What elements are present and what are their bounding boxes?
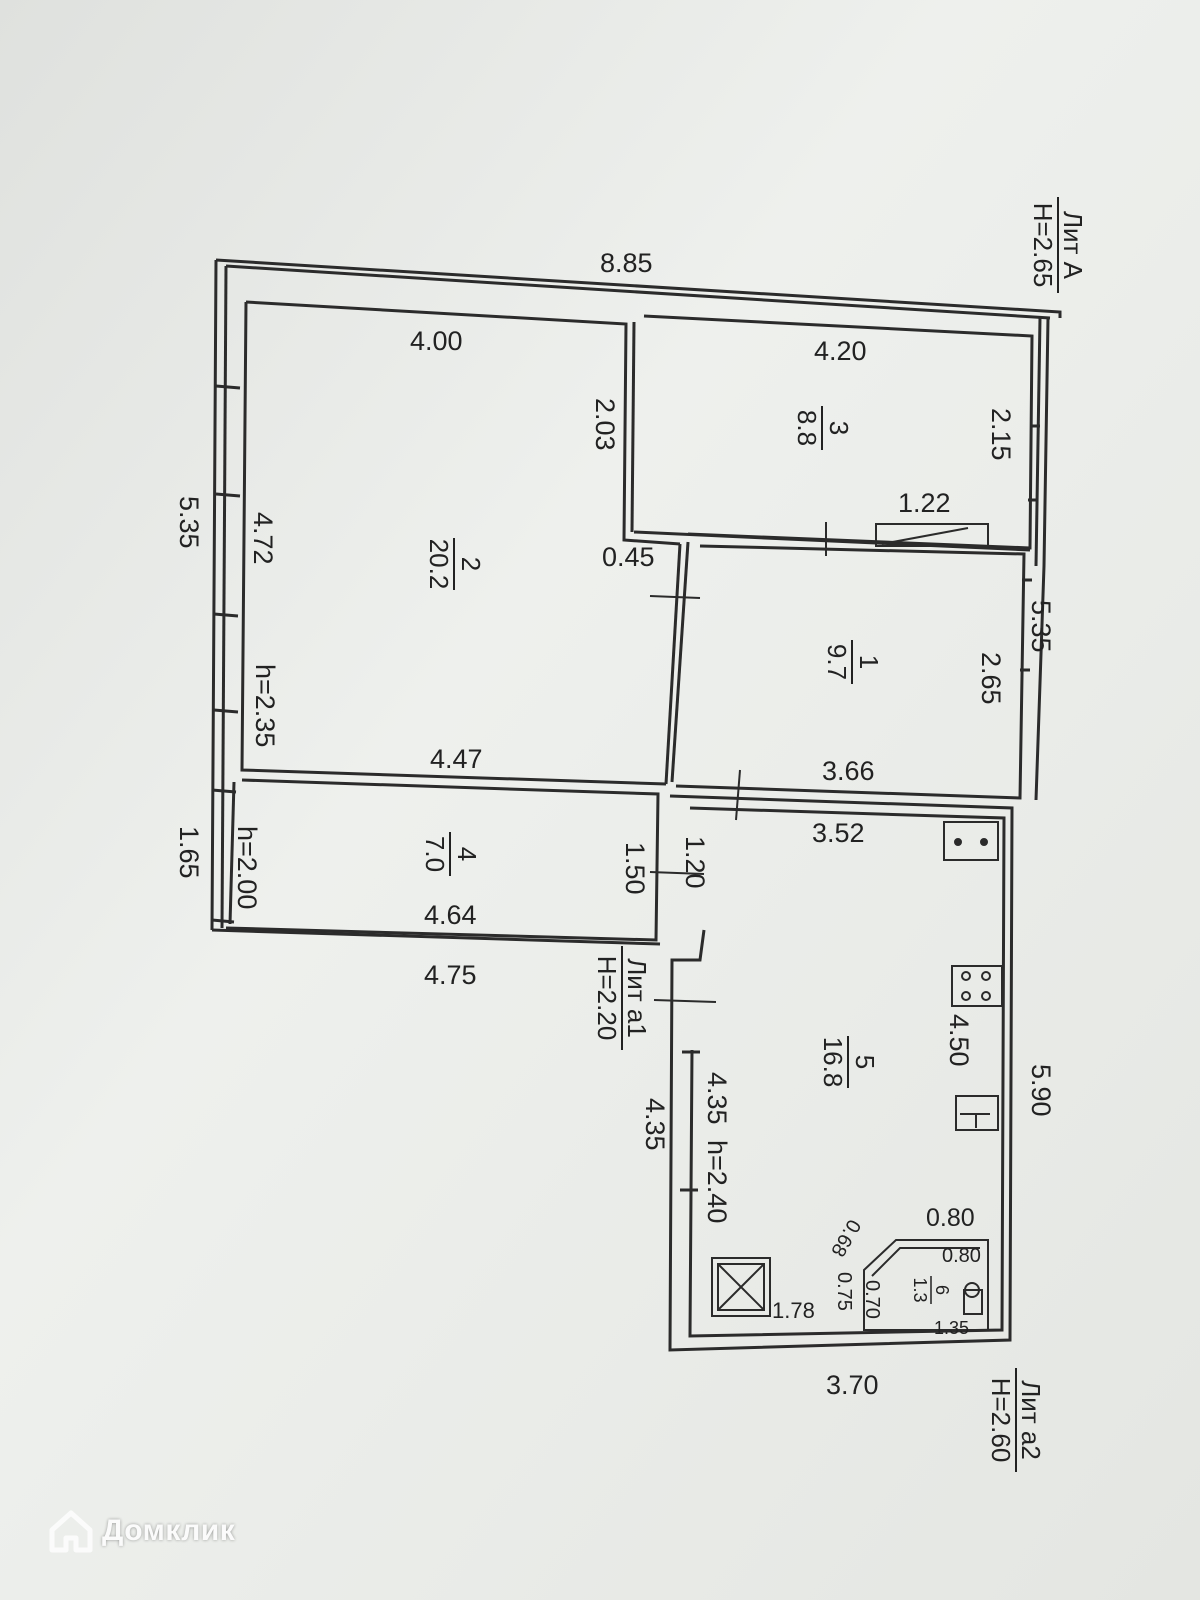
dim-room1-2-65: 2.65: [976, 652, 1006, 705]
dim-outer-4-35: 4.35: [640, 1098, 670, 1151]
room-3-area: 8.8: [792, 410, 822, 446]
radiator-symbol: [875, 523, 989, 547]
dim-room4-4-64: 4.64: [424, 900, 477, 930]
dim-left-5-35: 5.35: [174, 496, 204, 549]
room-2-number: 2: [456, 557, 486, 571]
dim-room6-1-35: 1.35: [934, 1318, 969, 1338]
room-3-number: 3: [824, 421, 854, 435]
walls: [210, 258, 1062, 1352]
dim-0-45: 0.45: [602, 542, 655, 572]
dim-room6-0-80b: 0.80: [942, 1245, 981, 1267]
room-5-number: 5: [850, 1055, 880, 1069]
stove-icon: [951, 965, 1003, 1007]
dim-room6-0-80a: 0.80: [926, 1204, 975, 1232]
dim-room4-1-50: 1.50: [620, 842, 650, 895]
dim-1-20: 1.20: [680, 836, 710, 889]
dim-room2-2-03: 2.03: [590, 398, 620, 451]
lit-a2-height: H=2.60: [986, 1378, 1016, 1463]
dim-room3-1-22: 1.22: [898, 488, 951, 518]
dim-room4-height: h=2.00: [232, 826, 262, 909]
lit-a-height: H=2.65: [1028, 203, 1058, 288]
dim-room3-2-15: 2.15: [986, 408, 1016, 461]
sink-icon: [943, 821, 999, 861]
room-4-area: 7.0: [420, 836, 450, 872]
dim-room5-3-52: 3.52: [812, 818, 865, 848]
dim-right-5-35: 5.35: [1026, 600, 1056, 653]
dim-room1-3-66: 3.66: [822, 756, 875, 786]
lit-a-label: Лит А: [1058, 211, 1088, 280]
lit-a1-height: H=2.20: [592, 956, 622, 1041]
dim-room5-4-35: 4.35: [702, 1072, 732, 1125]
room-5-area: 16.8: [818, 1037, 848, 1088]
lit-a1-label: Лит а1: [622, 958, 652, 1038]
lit-a2-label: Лит а2: [1016, 1380, 1046, 1460]
dim-room3-4-20: 4.20: [814, 336, 867, 366]
dim-room2-4-47: 4.47: [430, 744, 483, 774]
dim-room6-0-75: 0.75: [833, 1272, 855, 1311]
dim-room5-1-78: 1.78: [772, 1298, 815, 1323]
dim-top-8-85: 8.85: [600, 248, 653, 278]
room-1-number: 1: [854, 655, 884, 669]
dim-left-1-65: 1.65: [174, 826, 204, 879]
dim-room6-0-70: 0.70: [861, 1280, 883, 1319]
dim-room2-4-72: 4.72: [248, 512, 278, 565]
room-6-number: 6: [932, 1285, 952, 1295]
dim-room5-4-50: 4.50: [944, 1014, 974, 1067]
dim-bottom-3-70: 3.70: [826, 1370, 879, 1400]
dim-bottom-4-75: 4.75: [424, 960, 477, 990]
domclick-watermark: Домклик: [48, 1508, 235, 1554]
dim-room2-height: h=2.35: [250, 664, 280, 747]
home-logo-icon: [49, 1510, 93, 1553]
toilet-icon: [963, 1289, 983, 1315]
room-4-number: 4: [452, 847, 482, 861]
room-6-area: 1.3: [910, 1277, 930, 1302]
room-2-area: 20.2: [424, 539, 454, 590]
door-marks: [649, 522, 827, 1003]
room-1-area: 9.7: [822, 644, 852, 680]
vent-shaft-icon: [711, 1257, 771, 1317]
dim-room5-height: h=2.40: [702, 1140, 732, 1223]
dim-right-5-90: 5.90: [1026, 1064, 1056, 1117]
watermark-text: Домклик: [102, 1514, 236, 1547]
kitchen-appliances: [711, 821, 1003, 1331]
boiler-icon: [955, 1095, 999, 1131]
dim-room2-4-00: 4.00: [410, 326, 463, 356]
